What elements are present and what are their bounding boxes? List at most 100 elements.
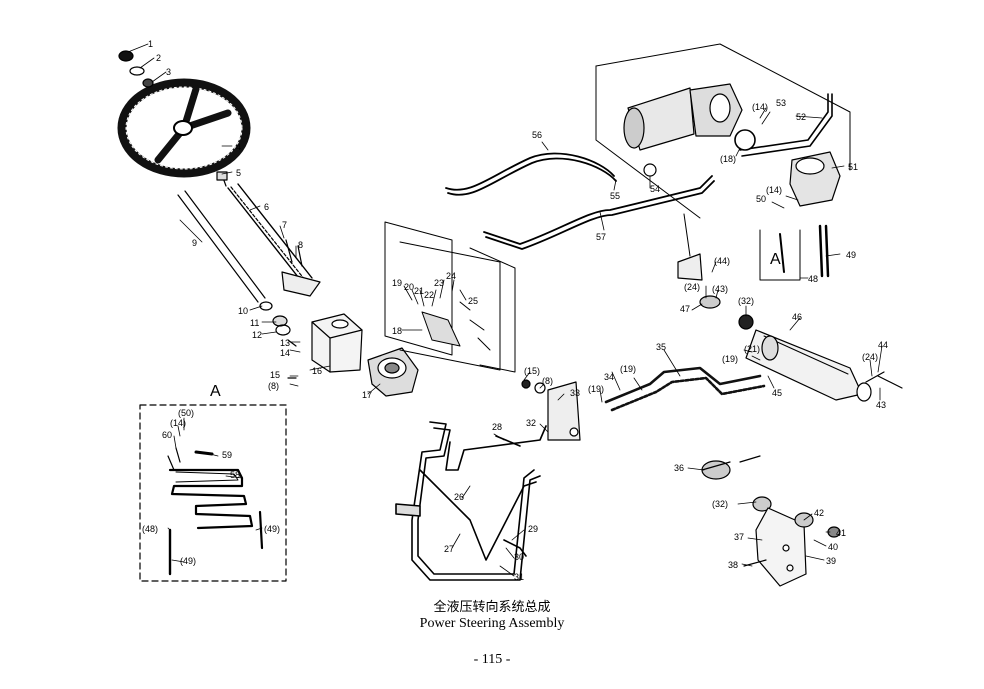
callout-14b: (14): [752, 102, 768, 112]
callout-18: 18: [392, 326, 402, 336]
callout-21b: (21): [744, 344, 760, 354]
callout-16: 16: [312, 366, 322, 376]
callout-46: 46: [792, 312, 802, 322]
callout-26: 26: [454, 492, 464, 502]
callout-8c: (8): [542, 376, 553, 386]
callout-58: 58: [230, 470, 240, 480]
callout-32: 32: [526, 418, 536, 428]
callout-35: 35: [656, 342, 666, 352]
callout-49c: (49): [180, 556, 196, 566]
callout-38: 38: [728, 560, 738, 570]
callout-19: 19: [392, 278, 402, 288]
callout-22: 22: [424, 290, 434, 300]
callout-44b: (44): [714, 256, 730, 266]
callout-8: 8: [298, 240, 303, 250]
callout-54: 54: [650, 184, 660, 194]
callout-43b: (43): [712, 284, 728, 294]
callout-41: 41: [836, 528, 846, 538]
callout-44: 44: [878, 340, 888, 350]
callout-43: 43: [876, 400, 886, 410]
callout-47: 47: [680, 304, 690, 314]
callout-34: 34: [604, 372, 614, 382]
callout-9: 9: [192, 238, 197, 248]
callout-20: 20: [404, 282, 414, 292]
lines-26-27: [395, 421, 547, 581]
callout-31: 31: [514, 572, 524, 582]
callout-39: 39: [826, 556, 836, 566]
callout-6: 6: [264, 202, 269, 212]
callout-24c: (24): [862, 352, 878, 362]
page-number: - 115 -: [473, 652, 511, 667]
callout-27: 27: [444, 544, 454, 554]
callout-labels: 1 2 3 4 5 6 7 8 9 10 11 12 13 14 15 (8) …: [142, 39, 888, 582]
callout-11: 11: [250, 318, 259, 328]
callout-49: 49: [846, 250, 856, 260]
callout-23: 23: [434, 278, 444, 288]
steering-cylinder: [745, 329, 903, 402]
callout-51: 51: [848, 162, 858, 172]
callout-59: 59: [222, 450, 232, 460]
steering-wheel: [117, 78, 251, 178]
callout-13: 13: [280, 338, 290, 348]
callout-24b: (24): [684, 282, 700, 292]
callout-57: 57: [596, 232, 606, 242]
steering-control-unit: [367, 347, 419, 397]
callout-56: 56: [532, 130, 542, 140]
hub-cap: [118, 50, 154, 88]
callout-14d: (14): [170, 418, 186, 428]
callout-50: 50: [756, 194, 766, 204]
callout-32c: (32): [712, 499, 728, 509]
callout-40: 40: [828, 542, 838, 552]
column-bracket: [287, 313, 363, 379]
callout-19c: (19): [620, 364, 636, 374]
callout-2: 2: [156, 53, 161, 63]
callout-48: 48: [808, 274, 818, 284]
callout-53: 53: [776, 98, 786, 108]
leader-lines: [127, 43, 883, 577]
inset-a-title: A: [210, 383, 221, 400]
callout-4: 4: [236, 142, 241, 152]
callout-32b: (32): [738, 296, 754, 306]
callout-A-upper: A: [770, 251, 781, 268]
callout-17: 17: [362, 390, 372, 400]
callout-14: 14: [280, 348, 290, 358]
steering-column: [177, 171, 321, 336]
callout-8b: (8): [268, 381, 279, 391]
callout-42: 42: [814, 508, 824, 518]
callout-7: 7: [282, 220, 287, 230]
callout-48b: (48): [142, 524, 158, 534]
callout-3: 3: [166, 67, 171, 77]
valve-plate-frames: [384, 221, 516, 373]
callout-10: 10: [238, 306, 248, 316]
callout-60: 60: [162, 430, 172, 440]
callout-19b: (19): [722, 354, 738, 364]
callout-33: 33: [570, 388, 580, 398]
support-bracket-37: [701, 455, 841, 587]
callout-21: 21: [414, 286, 424, 296]
callout-28: 28: [492, 422, 502, 432]
inset-a-big-box: [759, 229, 801, 281]
callout-15b: (15): [524, 366, 540, 376]
callout-36: 36: [674, 463, 684, 473]
callout-50b: (50): [178, 408, 194, 418]
callout-52: 52: [796, 112, 806, 122]
callout-5: 5: [236, 168, 241, 178]
hydraulic-lines-56-57: [445, 152, 715, 250]
line-35-45: [604, 366, 766, 412]
callout-45: 45: [772, 388, 782, 398]
caption-english: Power Steering Assembly: [419, 616, 565, 631]
callout-49b: (49): [264, 524, 280, 534]
callout-14c: (14): [766, 185, 782, 195]
callout-37: 37: [734, 532, 744, 542]
callout-29: 29: [528, 524, 538, 534]
callout-18b: (18): [720, 154, 736, 164]
callout-30: 30: [514, 552, 524, 562]
callout-24: 24: [446, 271, 456, 281]
callout-15: 15: [270, 370, 280, 380]
line-52: [734, 93, 833, 157]
callout-12: 12: [252, 330, 262, 340]
callout-55: 55: [610, 191, 620, 201]
callout-1: 1: [148, 39, 153, 49]
callout-25: 25: [468, 296, 478, 306]
callout-19d: (19): [588, 384, 604, 394]
